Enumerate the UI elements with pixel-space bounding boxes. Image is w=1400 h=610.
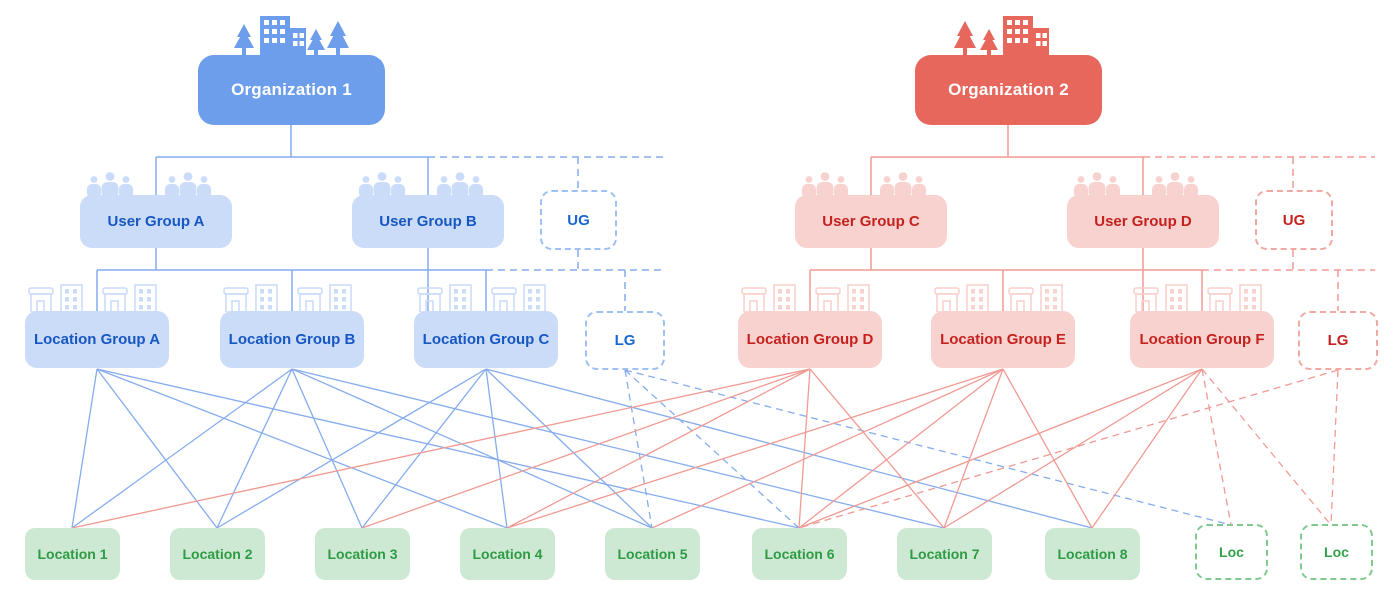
node-label: User Group C <box>822 213 920 230</box>
node-label: Location 1 <box>37 546 108 562</box>
node-label: User Group B <box>379 213 477 230</box>
node-location-8: Location 8 <box>1045 528 1140 580</box>
node-location-group-f: Location Group F <box>1130 311 1274 368</box>
node-location-group-d: Location Group D <box>738 311 882 368</box>
node-location-group-placeholder-red: LG <box>1298 311 1378 370</box>
node-label: Location 5 <box>617 546 688 562</box>
node-label: LG <box>614 332 636 349</box>
node-location-group-e: Location Group E <box>931 311 1075 368</box>
node-label: LG <box>1327 332 1349 349</box>
node-user-group-b: User Group B <box>352 195 504 248</box>
node-label: Location 7 <box>909 546 980 562</box>
node-organization-1: Organization 1 <box>198 55 385 125</box>
node-location-placeholder-2: Loc <box>1300 524 1373 580</box>
node-location-1: Location 1 <box>25 528 120 580</box>
node-location-group-a: Location Group A <box>25 311 169 368</box>
node-label: Organization 2 <box>948 80 1069 99</box>
node-label: Location Group C <box>422 331 550 348</box>
node-organization-2: Organization 2 <box>915 55 1102 125</box>
node-location-7: Location 7 <box>897 528 992 580</box>
node-location-group-b: Location Group B <box>220 311 364 368</box>
node-label: User Group D <box>1094 213 1192 230</box>
node-label: Location 4 <box>472 546 543 562</box>
node-user-group-placeholder-red: UG <box>1255 190 1333 250</box>
node-user-group-a: User Group A <box>80 195 232 248</box>
node-location-2: Location 2 <box>170 528 265 580</box>
node-label: Location Group B <box>228 331 356 348</box>
node-location-6: Location 6 <box>752 528 847 580</box>
node-label: Location Group E <box>940 331 1066 348</box>
node-label: Location 8 <box>1057 546 1128 562</box>
node-location-3: Location 3 <box>315 528 410 580</box>
node-label: UG <box>567 211 590 229</box>
node-label: Organization 1 <box>231 80 352 99</box>
node-location-placeholder-1: Loc <box>1195 524 1268 580</box>
node-user-group-placeholder-blue: UG <box>540 190 617 250</box>
node-label: Location 6 <box>764 546 835 562</box>
node-label: Location Group A <box>33 331 161 348</box>
node-user-group-c: User Group C <box>795 195 947 248</box>
node-label: Loc <box>1324 544 1349 560</box>
node-label: Location Group D <box>746 331 874 348</box>
node-user-group-d: User Group D <box>1067 195 1219 248</box>
node-label: Location Group F <box>1139 331 1265 348</box>
node-label: User Group A <box>107 213 205 230</box>
node-location-group-placeholder-blue: LG <box>585 311 665 370</box>
node-location-4: Location 4 <box>460 528 555 580</box>
node-label: UG <box>1282 211 1306 229</box>
node-label: Loc <box>1219 544 1244 560</box>
node-label: Location 3 <box>327 546 398 562</box>
node-location-group-c: Location Group C <box>414 311 558 368</box>
node-location-5: Location 5 <box>605 528 700 580</box>
node-label: Location 2 <box>182 546 253 562</box>
